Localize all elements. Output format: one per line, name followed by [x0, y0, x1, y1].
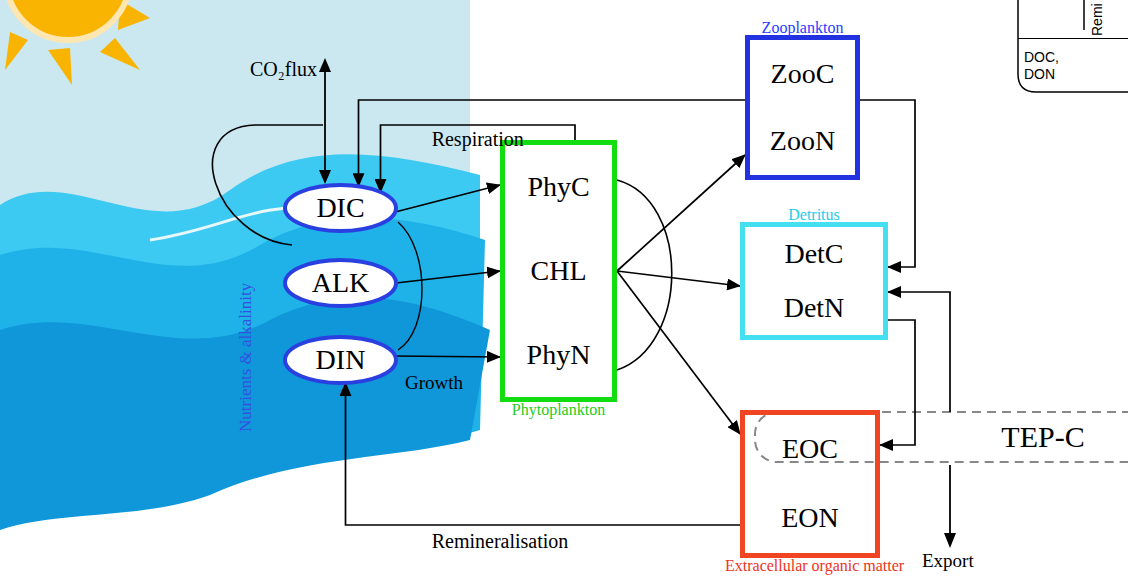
node-body: EOC EON — [745, 415, 875, 553]
node-label: PhyN — [527, 339, 591, 371]
process-label: Growth — [405, 372, 463, 394]
group-heading: Extracellular organic matter — [725, 557, 895, 575]
cut-label: Remi — [1089, 3, 1105, 36]
co2-flux-arrow — [324, 70, 326, 176]
node-label: DetC — [784, 238, 843, 270]
flow-arrow — [395, 185, 500, 212]
growth-arc — [398, 222, 422, 350]
node-body: ALK — [283, 258, 398, 308]
zooplankton-box: ZooCZooNZooplankton — [745, 35, 860, 180]
node-label: EON — [781, 502, 839, 534]
node-body: ZooC ZooN — [750, 40, 855, 175]
arrow-head — [319, 58, 331, 72]
flow-arrow — [617, 271, 740, 434]
node-label: ZooN — [770, 125, 835, 157]
node-label: ZooC — [771, 58, 835, 90]
nutrient-ellipse: DIC — [283, 183, 398, 233]
node-label: DIC — [316, 192, 364, 224]
node-label: ALK — [312, 267, 370, 299]
export-line — [949, 465, 951, 534]
sun — [5, 0, 150, 85]
extracellular-box: EOCEONExtracellular organic matter — [740, 410, 880, 558]
flow-arrow — [617, 155, 745, 271]
node-label: TEP-C — [1001, 420, 1084, 455]
node-body: TEP-C — [960, 412, 1126, 462]
flow-arrow — [617, 271, 740, 286]
phytoplankton-box: PhyCCHLPhyNPhytoplankton — [500, 140, 617, 402]
flow-label: Remineralisation — [432, 530, 569, 553]
flow-label: Respiration — [432, 128, 524, 151]
node-body: PhyC CHL PhyN — [505, 145, 612, 397]
doc-panel-outline — [1018, 0, 1128, 92]
group-label: Nutrients & alkalinity — [236, 283, 256, 432]
nutrient-ellipse: DIN — [283, 335, 398, 385]
node-body: DIC — [283, 183, 398, 233]
node-label: CHL — [531, 255, 587, 287]
flux-label: CO₂flux — [250, 58, 317, 81]
arrow-head — [944, 533, 956, 548]
detritus-box: DetCDetNDetritus — [740, 222, 888, 340]
nutrient-ellipse: ALK — [283, 258, 398, 308]
group-heading: Detritus — [725, 206, 903, 224]
node-body: DOC, DON — [1018, 39, 1128, 92]
node-label: EOC — [782, 433, 838, 465]
flow-arrow — [395, 356, 500, 357]
flow-arrow — [346, 383, 741, 525]
export-label: Export — [922, 550, 974, 572]
node-body: DIN — [283, 335, 398, 385]
remi-divider — [1083, 0, 1085, 30]
ellipse-shape — [285, 337, 396, 383]
node-label: DetN — [784, 292, 845, 324]
ellipse-shape — [285, 185, 396, 231]
flow-arrow — [396, 271, 500, 283]
group-heading: Phytoplankton — [485, 401, 632, 419]
group-heading: Zooplankton — [730, 19, 875, 37]
node-label: DOC, DON — [1024, 49, 1066, 83]
node-label: DIN — [316, 344, 366, 376]
node-label: PhyC — [527, 171, 589, 203]
tep-box: TEP-C — [960, 412, 1126, 462]
node-body: DetC DetN — [745, 227, 883, 335]
flow-arrow — [888, 292, 950, 412]
arrow-head — [319, 170, 331, 184]
ellipse-shape — [285, 260, 396, 306]
doc-box: DOC, DON — [1018, 38, 1128, 92]
